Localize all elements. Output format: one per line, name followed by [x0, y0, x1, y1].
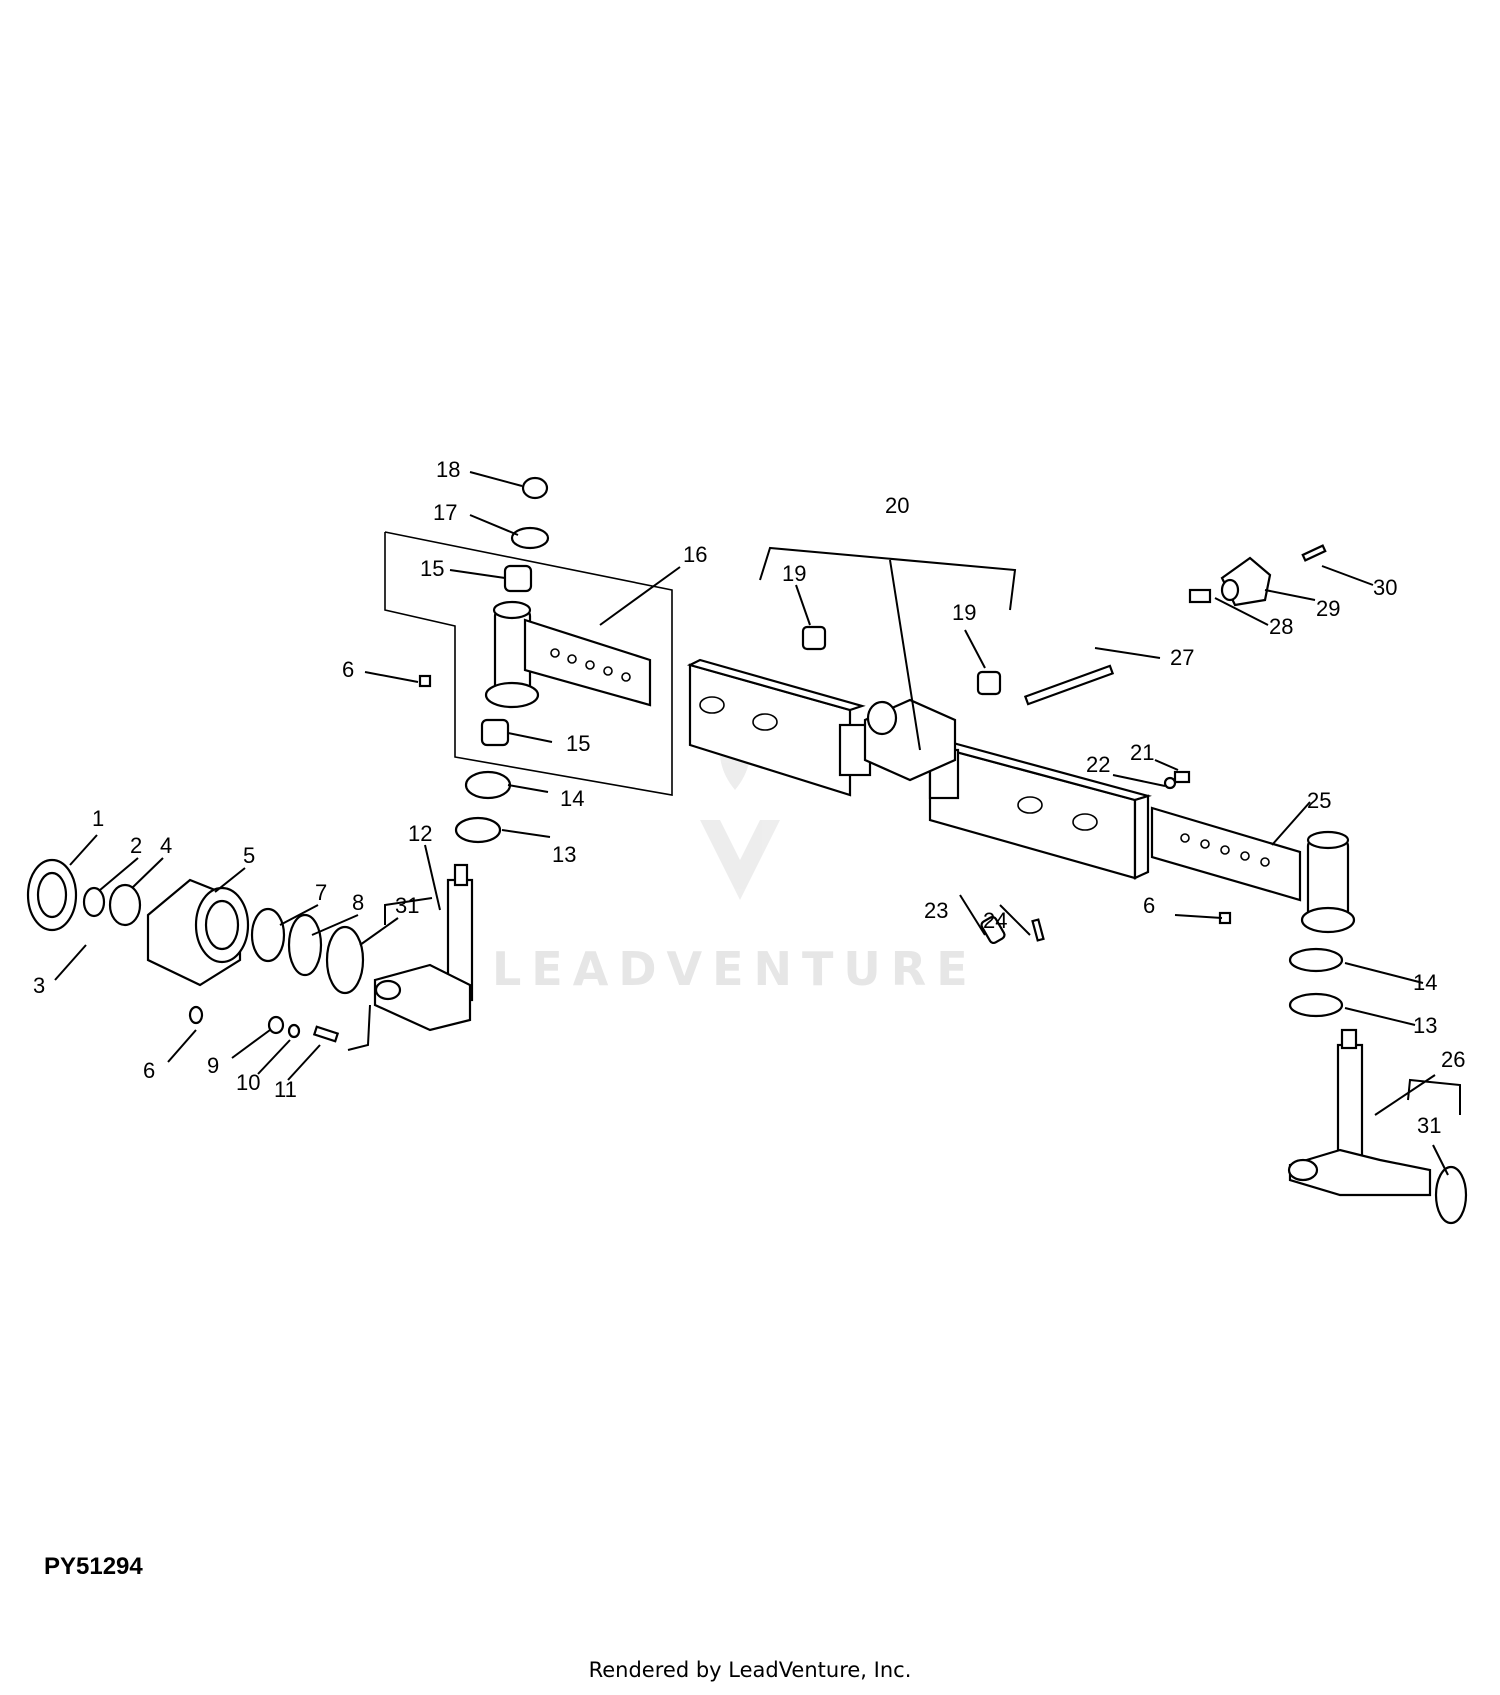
- callout-6-left-ext: 6: [342, 657, 354, 682]
- callout-26: 26: [1441, 1047, 1465, 1072]
- callout-19-left: 19: [782, 561, 806, 586]
- callout-6-hub: 6: [143, 1058, 155, 1083]
- callout-15-top: 15: [420, 556, 444, 581]
- callout-3: 3: [33, 973, 45, 998]
- callout-17: 17: [433, 500, 457, 525]
- callout-24: 24: [983, 908, 1007, 933]
- callout-9: 9: [207, 1053, 219, 1078]
- callout-15-bottom: 15: [566, 731, 590, 756]
- callout-13-left: 13: [552, 842, 576, 867]
- callout-28: 28: [1269, 614, 1293, 639]
- callout-10: 10: [236, 1070, 260, 1095]
- callout-29: 29: [1316, 596, 1340, 621]
- callout-31-right: 31: [1417, 1113, 1441, 1138]
- axle-center-beam: [686, 658, 1152, 880]
- callout-7: 7: [315, 880, 327, 905]
- callout-12: 12: [408, 821, 432, 846]
- callout-27: 27: [1170, 645, 1194, 670]
- render-credit: Rendered by LeadVenture, Inc.: [588, 1658, 912, 1682]
- small-parts: [418, 476, 1468, 1225]
- callout-20: 20: [885, 493, 909, 518]
- right-spindle: [1287, 1028, 1432, 1197]
- callout-11: 11: [274, 1077, 297, 1102]
- callout-13-right: 13: [1413, 1013, 1437, 1038]
- left-axle-extension: [384, 531, 673, 796]
- callout-5: 5: [243, 843, 255, 868]
- callout-2: 2: [130, 833, 142, 858]
- callout-23: 23: [924, 898, 948, 923]
- callout-14-left: 14: [560, 786, 584, 811]
- grouping-brackets: [347, 546, 1461, 1115]
- callout-14-right: 14: [1413, 970, 1437, 995]
- hub-assembly: [26, 858, 365, 1043]
- callout-1: 1: [92, 806, 104, 831]
- figure-id: PY51294: [44, 1553, 143, 1580]
- callout-4: 4: [160, 833, 172, 858]
- callout-31-left: 31: [395, 893, 419, 918]
- callout-8: 8: [352, 890, 364, 915]
- callout-labels: 1 2 3 4 5 6 7 8 31 9 10 11 12 13 14 15 1…: [33, 457, 1465, 1138]
- callout-6-right-ext: 6: [1143, 893, 1155, 918]
- left-spindle: [373, 863, 474, 1032]
- callout-22: 22: [1086, 752, 1110, 777]
- callout-18: 18: [436, 457, 460, 482]
- right-axle-extension: [1150, 806, 1356, 934]
- callout-30: 30: [1373, 575, 1397, 600]
- leader-lines: [54, 471, 1449, 1176]
- callout-16: 16: [683, 542, 707, 567]
- callout-19-right: 19: [952, 600, 976, 625]
- watermark-text: LEADVENTURE: [492, 942, 978, 996]
- callout-21: 21: [1130, 740, 1154, 765]
- callout-25: 25: [1307, 788, 1331, 813]
